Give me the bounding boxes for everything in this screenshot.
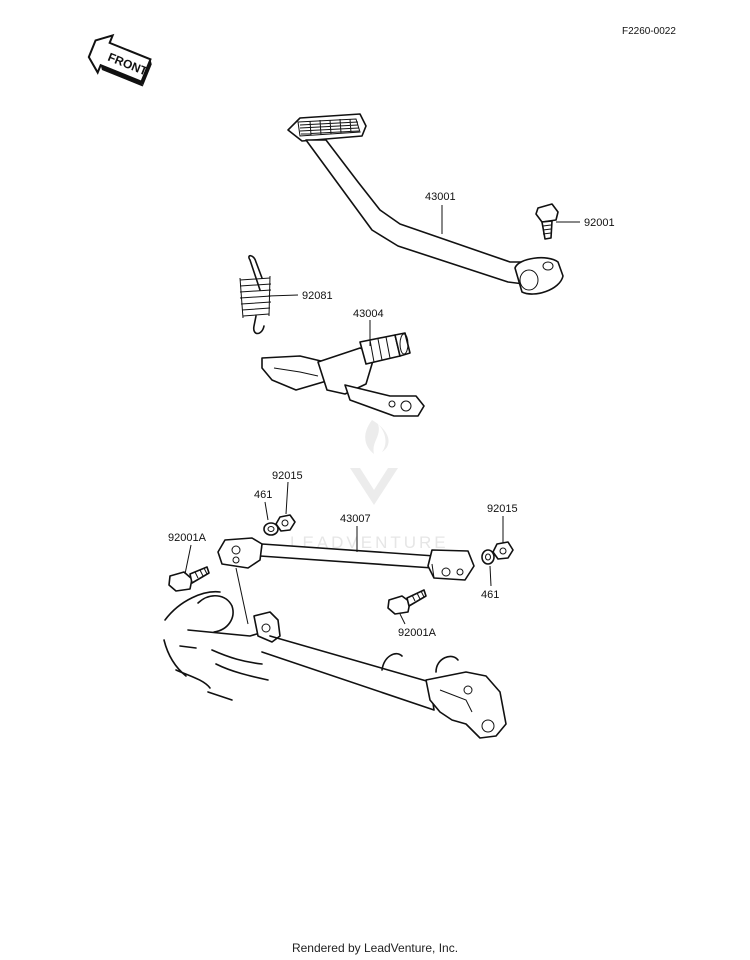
label-nut-right: 92015 [487, 503, 518, 515]
front-arrow-icon: FRONT [87, 33, 152, 87]
brake-rod [217, 537, 475, 581]
leader-lines [184, 205, 580, 625]
nut-washer-left [263, 514, 296, 536]
label-shaft: 43004 [353, 308, 384, 320]
bolt-left [168, 566, 210, 592]
label-pedal-bolt: 92001 [584, 217, 615, 229]
diagram-code: F2260-0022 [622, 26, 676, 37]
brake-pedal [287, 113, 564, 295]
label-nut-left: 92015 [272, 470, 303, 482]
watermark-text: LEADVENTURE [290, 533, 449, 552]
nut-washer-right [481, 541, 514, 565]
label-bolt-left: 92001A [168, 532, 207, 544]
return-spring [239, 254, 272, 335]
label-rod: 43007 [340, 513, 371, 525]
pedal-bolt [535, 203, 559, 240]
bolt-right [387, 589, 427, 615]
brake-shaft [261, 332, 425, 417]
watermark-logo: LEADVENTURE [290, 420, 449, 552]
label-washer-left: 461 [254, 489, 272, 501]
label-pedal: 43001 [425, 191, 456, 203]
label-bolt-right: 92001A [398, 627, 437, 639]
footer-credit: Rendered by LeadVenture, Inc. [291, 941, 459, 955]
label-washer-right: 461 [481, 589, 499, 601]
label-spring: 92081 [302, 290, 333, 302]
frame-stand [163, 590, 507, 739]
